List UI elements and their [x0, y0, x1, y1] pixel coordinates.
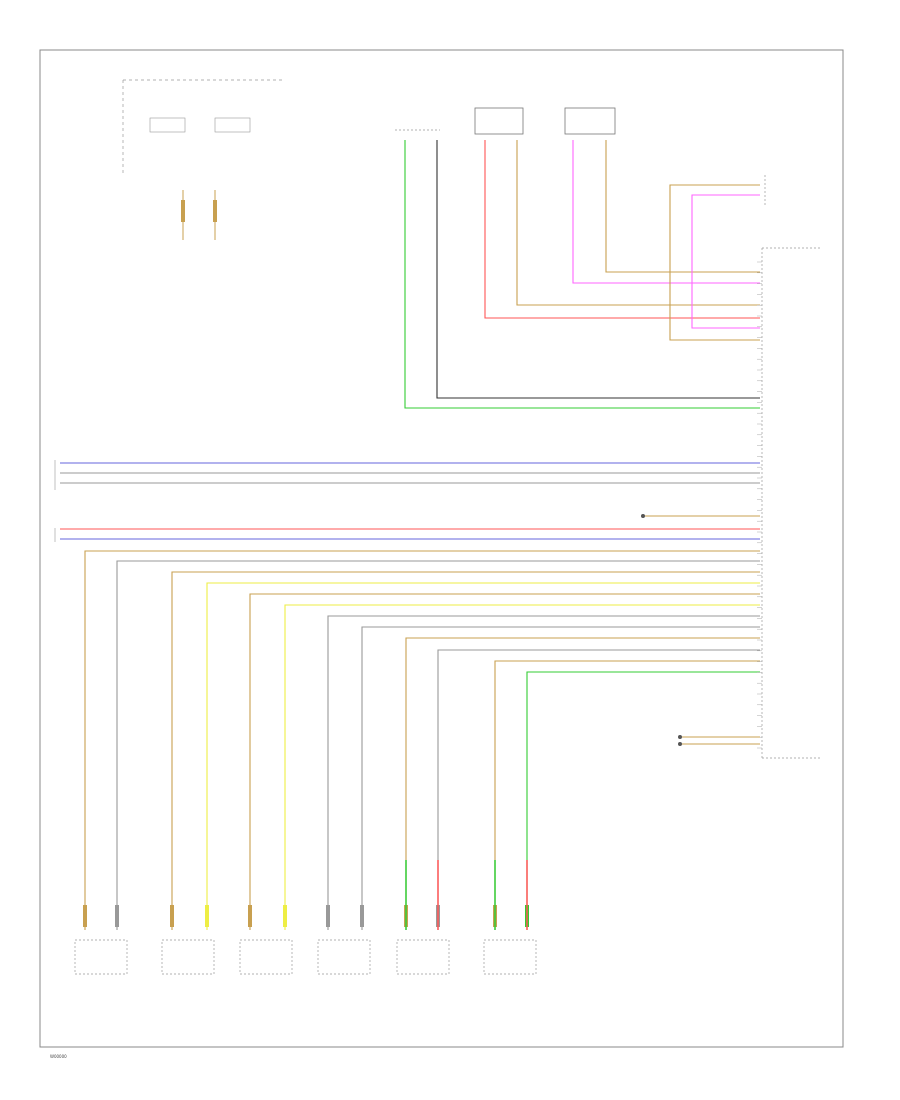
component-layer [74, 939, 537, 975]
sensor-component-6 [483, 939, 537, 975]
wire-pink-2 [691, 194, 760, 329]
sensor-wire-9 [405, 637, 760, 930]
wire-red-1 [484, 140, 760, 319]
sensor-wire-5 [249, 593, 760, 930]
wire-connector-8 [360, 905, 364, 927]
wire-tan-1 [516, 140, 760, 306]
sensor-component-3 [239, 939, 293, 975]
sensor-wire-4 [206, 582, 760, 930]
sensor-wire-10 [437, 649, 760, 930]
sensor-wire-11 [494, 660, 760, 930]
sensor-component-1 [74, 939, 128, 975]
sensor-component-5 [396, 939, 450, 975]
wire-connector-4 [205, 905, 209, 927]
wire-connector-1 [83, 905, 87, 927]
top-connectors [395, 107, 616, 135]
sensor-wire-8 [361, 626, 760, 930]
wire-connector-7 [326, 905, 330, 927]
wire-tan-3 [669, 184, 760, 341]
wire-connector-5 [248, 905, 252, 927]
top-left-module-group [122, 79, 285, 240]
wire-connector-6 [283, 905, 287, 927]
right-modules [761, 175, 822, 759]
wire-connector-2 [115, 905, 119, 927]
sensor-component-4 [317, 939, 371, 975]
ground-markers [641, 514, 760, 746]
sensor-component-2 [161, 939, 215, 975]
sensor-wire-3 [171, 571, 760, 930]
sensor-wire-7 [327, 615, 760, 930]
module-pin-column [757, 261, 762, 749]
sensor-wire-12 [526, 671, 760, 930]
wire-tan-2 [605, 140, 760, 273]
footer-code: W00000 [50, 1054, 67, 1059]
diagram-frame [39, 49, 844, 1048]
wire-green-1 [404, 140, 760, 409]
sensor-wire-6 [284, 604, 760, 930]
wire-connector-3 [170, 905, 174, 927]
wire-black-1 [436, 140, 760, 399]
sensor-wire-1 [84, 550, 760, 930]
wire-pink-1 [572, 140, 760, 284]
sensor-wire-2 [116, 560, 760, 930]
wire-layer [60, 140, 760, 930]
